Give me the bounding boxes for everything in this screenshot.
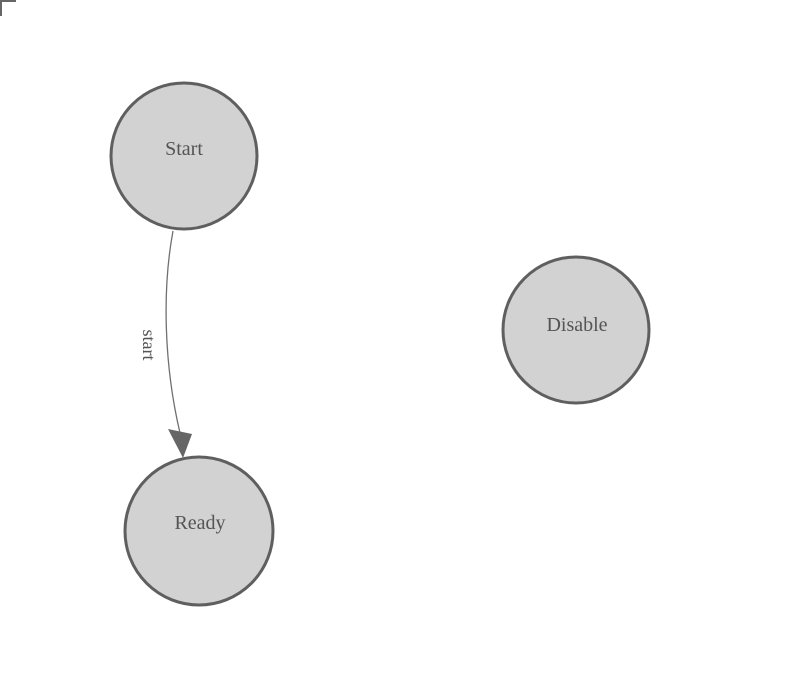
node-disable-label: Disable: [546, 314, 607, 336]
node-ready-circle[interactable]: [123, 455, 275, 607]
node-ready[interactable]: Ready: [123, 455, 275, 607]
edge-start-to-ready[interactable]: start: [139, 230, 192, 458]
node-ready-label: Ready: [174, 512, 225, 534]
edge-line[interactable]: [165, 230, 181, 434]
edge-label-start: start: [139, 330, 159, 361]
node-start-circle[interactable]: [109, 81, 259, 231]
canvas-origin-corner-mark: [0, 0, 16, 16]
node-disable-circle[interactable]: [501, 255, 651, 405]
node-start[interactable]: Start: [109, 81, 259, 231]
edge-arrowhead-icon: [168, 429, 192, 458]
node-disable[interactable]: Disable: [501, 255, 651, 405]
node-start-label: Start: [165, 138, 203, 160]
